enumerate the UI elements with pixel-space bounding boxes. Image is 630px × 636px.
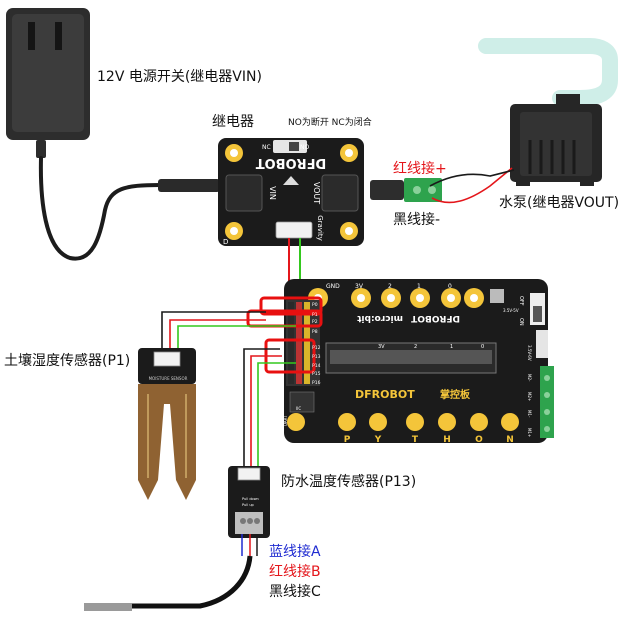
edge-pin-label: 3V (378, 344, 385, 350)
side-pin-labels: P0 P1 P2 P8 P12 P13 P14 P15 P16 (312, 302, 321, 386)
terminal-block (404, 178, 442, 202)
side-pin-label: P15 (312, 371, 321, 377)
side-pin-label: P1 (312, 312, 318, 318)
soil-wire-red (169, 319, 266, 352)
red-plus-label: 红线接+ (393, 161, 447, 177)
side-pin-label: P13 (312, 354, 321, 360)
black-minus-label: 黑线接- (393, 212, 441, 228)
temp-wire-black (243, 348, 280, 468)
controller-volt2: 3.5V-6V (527, 345, 532, 361)
controller-brand-top: DFROBOT (410, 313, 460, 323)
python-letter: N (506, 435, 514, 445)
controller-off-label: OFF (518, 296, 524, 306)
python-letter: T (412, 435, 419, 445)
python-letter: H (443, 435, 451, 445)
pump-label: 水泵(继电器VOUT) (499, 195, 620, 211)
probe-cable (130, 555, 253, 609)
top-pin-label: 1 (417, 283, 421, 290)
python-letter: P (344, 435, 351, 445)
temp-wire-red (250, 355, 282, 468)
probe-tip (84, 603, 132, 611)
side-pin-label: P0 (312, 302, 318, 308)
temp-pull-down: Pull down (242, 497, 259, 501)
side-pin-label: P16 (312, 380, 321, 386)
relay-no-label: NO (300, 144, 309, 151)
power-cable (38, 156, 162, 261)
relay-mode-label: NO为断开 NC为闭合 (288, 118, 372, 128)
black-c-label: 黑线接C (269, 584, 321, 600)
controller-iic: IIC (296, 406, 301, 411)
moisture-board-label: MOISTURE SENSOR (149, 376, 188, 381)
dc-jack (370, 180, 404, 200)
blue-a-label: 蓝线接A (269, 544, 321, 560)
controller-cn-brand: 掌控板 (440, 388, 471, 401)
python-letters: P Y T H O N (344, 435, 514, 445)
controller-uart: UART (283, 415, 288, 426)
motor-pin-label: M2+ (527, 392, 532, 401)
top-pin-label: 0 (448, 283, 452, 290)
top-pin-label: GND (326, 283, 340, 290)
side-pin-label: P12 (312, 345, 321, 351)
side-pin-label: P8 (312, 329, 318, 335)
soil-wire-green (177, 325, 296, 352)
edge-pin-label: 2 (414, 344, 417, 350)
controller-edge-labels: 3V 2 1 0 (378, 344, 484, 350)
red-b-label: 红线接B (269, 564, 321, 580)
controller-on-label: ON (518, 318, 524, 326)
top-pin-label: 2 (388, 283, 392, 290)
relay-gravity-label: Gravity (316, 215, 324, 241)
motor-pin-label: M2- (527, 374, 532, 382)
temp-pull-up: Pull up (242, 503, 255, 507)
controller-volt1: 3.5V-5V (503, 308, 519, 313)
relay-vin-label: VIN (268, 186, 277, 200)
edge-pin-label: 1 (450, 344, 453, 350)
soil-sensor-label: 土壤湿度传感器(P1) (4, 353, 131, 369)
pump-tube (478, 38, 618, 106)
relay-nc-label: NC (262, 144, 271, 151)
controller-microbit-label: micro:bit (356, 313, 403, 323)
edge-pin-label: 0 (481, 344, 484, 350)
relay-brand: DFROBOT (256, 155, 327, 170)
relay-vout-label: VOUT (312, 182, 321, 204)
relay-module (218, 138, 364, 246)
pump-black-wire (429, 169, 515, 187)
soil-moisture-sensor (138, 348, 196, 500)
relay-label: 继电器 (212, 114, 254, 130)
controller-top-pin-labels: GND 3V 2 1 0 (326, 283, 452, 290)
temp-sensor-label: 防水温度传感器(P13) (281, 474, 417, 490)
python-letter: Y (374, 435, 382, 445)
motor-pin-labels: M2- M2+ M1- M1+ (527, 374, 532, 437)
controller-board (284, 279, 554, 443)
side-pin-label: P2 (312, 319, 318, 325)
relay-d-label: D (223, 238, 228, 246)
controller-brand-bottom: DFROBOT (355, 388, 415, 401)
temp-wire-green (257, 362, 296, 468)
water-pump (510, 94, 602, 186)
power-switch-label: 12V 电源开关(继电器VIN) (97, 69, 262, 85)
pin-header (288, 302, 310, 384)
soil-wire-black (161, 311, 266, 352)
waterproof-temp-sensor-board (228, 466, 270, 538)
highlight-relay-pins (259, 296, 323, 316)
motor-pin-label: M1- (527, 410, 532, 418)
power-plug (158, 179, 220, 192)
power-adapter (6, 8, 90, 158)
motor-pin-label: M1+ (527, 428, 532, 437)
side-pin-label: P14 (312, 363, 321, 369)
pump-red-wire (431, 167, 513, 204)
python-letter: O (475, 435, 483, 445)
top-pin-label: 3V (355, 283, 364, 290)
